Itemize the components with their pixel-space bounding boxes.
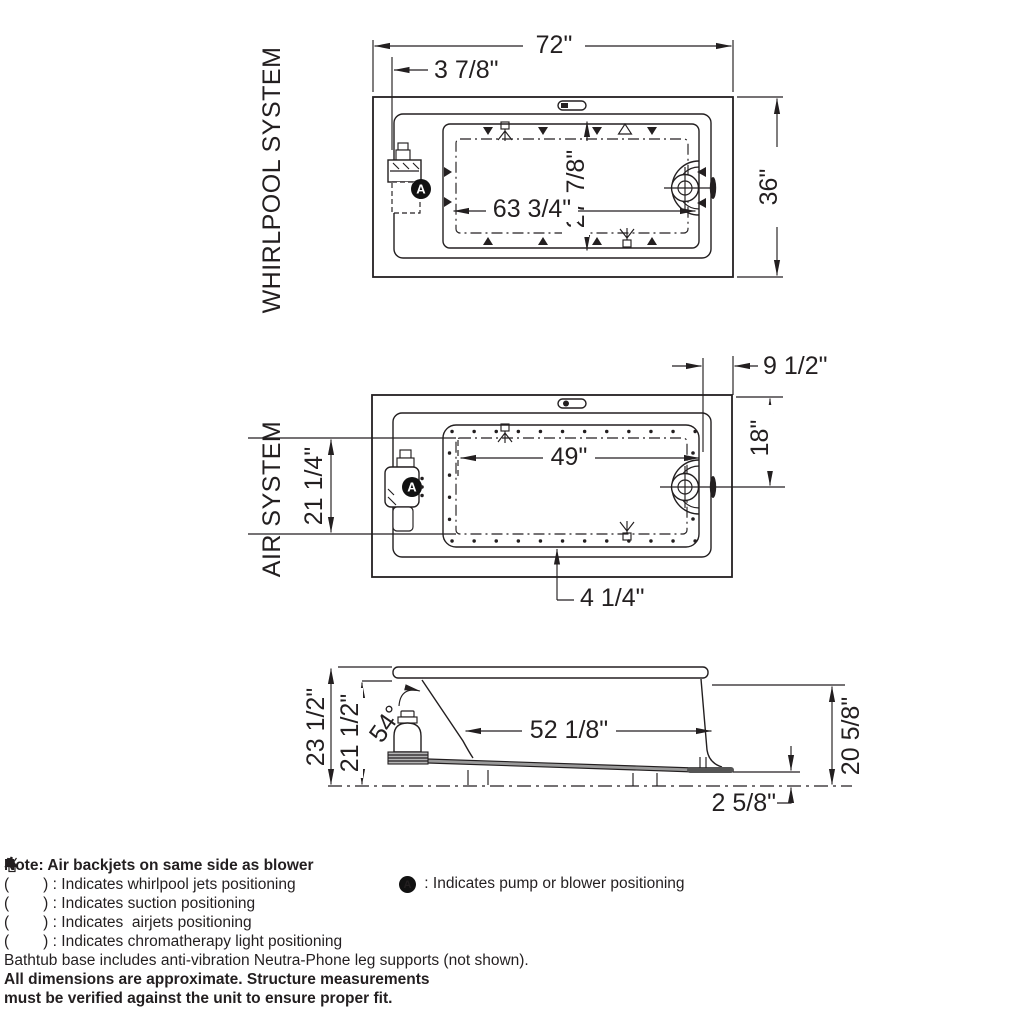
whirlpool-jet-icons [444,127,706,245]
separator: : [48,895,62,912]
svg-text:52 1/8": 52 1/8" [530,716,608,744]
separator: : [48,933,62,950]
dim-overall-height: 23 1/2" [302,666,392,785]
paren-close: ) [43,933,49,950]
svg-text:A: A [404,879,412,891]
legend-bold-note-1: All dimensions are approximate. Structur… [4,971,430,988]
side-left-wall [421,679,474,759]
air-view-title: AIR SYSTEM [258,421,286,577]
svg-text:36": 36" [755,169,783,206]
paren-close: ) [43,914,49,931]
svg-text:23 1/2": 23 1/2" [302,688,330,766]
dim-basin-width: 63 3/4" [453,195,696,223]
dim-left-span: 21 1/4" [248,437,456,535]
paren-open: ( [4,933,10,950]
paren-close: ) [43,876,49,893]
legend-note: Note: Air backjets on same side as blowe… [4,857,314,874]
blower-badge-a: A [402,477,422,497]
svg-text:21 1/2": 21 1/2" [336,694,364,772]
air-deck-outline [371,394,733,578]
svg-text:72": 72" [536,31,573,59]
chromatherapy-light-icon-bottom [619,228,635,248]
svg-text:2 5/8": 2 5/8" [712,789,776,817]
side-leg-supports [467,757,707,786]
svg-text:9 1/2": 9 1/2" [763,352,827,380]
side-view: 23 1/2" 21 1/2" 54° 52 1/8" [302,666,865,817]
whirlpool-deck-outline [372,96,734,278]
faucet-deck-slot-air [557,398,587,409]
whirlpool-top-view: A 72" 3 7/8" [372,31,783,278]
legend-item-pump: A : Indicates pump or blower positioning [398,875,685,893]
legend-label: Indicates suction positioning [61,895,256,912]
legend-item-airjets: () : Indicates airjets positioning [4,858,1020,932]
blower-connection-dots [420,476,442,498]
dim-leg-height: 2 5/8" [712,746,800,817]
separator: : [48,914,62,931]
dim-basin-depth: 27 7/8" [562,121,591,251]
dim-airjet-span: 49" [457,440,700,476]
dim-rim-height: 21 1/2" [336,680,392,785]
dim-base-length: 52 1/8" [465,716,712,744]
svg-text:A: A [416,182,426,197]
side-tub-bottom [427,758,696,773]
svg-text:49": 49" [551,443,588,471]
dim-overall-width: 72" [372,31,734,92]
pump-icon-side [387,710,429,765]
svg-text:21 1/4": 21 1/4" [300,447,328,525]
legend-label: Indicates airjets positioning [61,914,252,931]
suction-icon [617,122,633,135]
dim-right-height: 20 5/8" [712,684,865,785]
blower-icon-air: A [384,449,442,532]
legend-base-note: Bathtub base includes anti-vibration Neu… [4,952,529,969]
pump-base-hatched [387,751,429,765]
chromatherapy-light-icon-air-bottom [619,521,635,541]
legend: Note: Air backjets on same side as blowe… [4,856,1020,1008]
svg-text:20 5/8": 20 5/8" [837,697,865,775]
svg-text:A: A [407,480,417,495]
air-rim-outline [392,412,712,558]
dim-drain-from-edge: 18" [736,396,783,486]
chromatherapy-light-icon-top [497,121,513,141]
overflow-slot-whirlpool [709,177,717,199]
svg-text:3 7/8": 3 7/8" [434,56,498,84]
legend-label: Indicates whirlpool jets positioning [61,876,296,893]
paren-open: ( [4,914,10,931]
dim-bottom-offset: 4 1/4" [553,548,644,612]
svg-text:WHIRLPOOL SYSTEM: WHIRLPOOL SYSTEM [258,47,286,314]
legend-label: Indicates chromatherapy light positionin… [61,933,343,950]
whirlpool-rim-outline [393,113,712,259]
side-right-foot-pad [687,767,734,773]
dim-overall-depth: 36" [737,96,783,278]
svg-text:63 3/4": 63 3/4" [493,195,571,223]
legend-bold-note-2: must be verified against the unit to ens… [4,990,393,1007]
pump-icon-whirlpool: A [387,142,431,214]
drain-air [660,459,785,515]
legend-item-suction: () : Indicates suction positioning [4,856,1020,913]
legend-item-chromatherapy: () : Indicates chromatherapy light posit… [4,857,1020,951]
side-rim-bar [392,666,709,679]
separator: : [420,875,433,892]
paren-open: ( [4,876,10,893]
drain-whirlpool [664,160,712,216]
pump-badge-a: A [411,179,431,199]
svg-text:4 1/4": 4 1/4" [580,584,644,612]
separator: : [48,876,62,893]
overflow-slot-air [709,476,717,498]
dim-drain-offset: 9 1/2" [672,352,827,452]
paren-close: ) [43,895,49,912]
faucet-deck-slot [557,100,587,111]
svg-text:18": 18" [746,420,774,457]
air-top-view: A 9 1/2" [248,352,827,612]
airjet-dots [447,429,698,543]
dim-pump-offset: 3 7/8" [391,56,498,150]
side-right-wall [700,678,723,768]
legend-label: Indicates pump or blower positioning [432,875,685,892]
chromatherapy-light-icon-air-top [497,423,513,443]
svg-text:AIR SYSTEM: AIR SYSTEM [258,421,286,577]
whirlpool-view-title: WHIRLPOOL SYSTEM [258,47,286,314]
paren-open: ( [4,895,10,912]
